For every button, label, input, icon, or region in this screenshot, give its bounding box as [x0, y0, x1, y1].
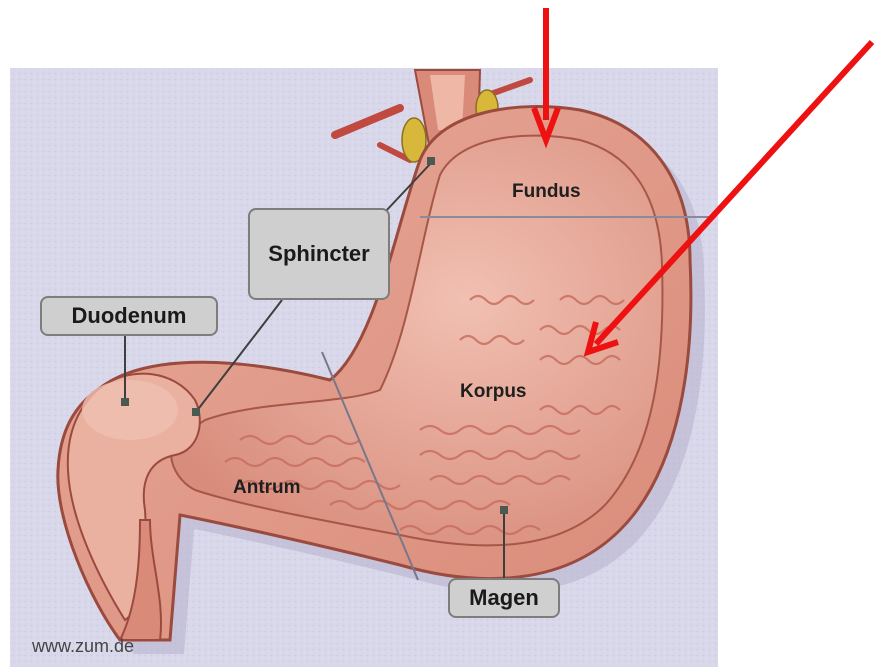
- magen-label: Magen: [448, 578, 560, 618]
- duodenum-marker: [121, 398, 129, 406]
- magen-label-text: Magen: [469, 585, 539, 611]
- duodenum-label: Duodenum: [40, 296, 218, 336]
- duodenum-label-text: Duodenum: [72, 303, 187, 329]
- sphincter-label: Sphincter: [248, 208, 390, 300]
- korpus-region-label: Korpus: [460, 381, 527, 403]
- magen-marker: [500, 506, 508, 514]
- antrum-region-label: Antrum: [233, 477, 301, 499]
- sphincter-label-text: Sphincter: [268, 241, 369, 267]
- sphincter-marker-top: [427, 157, 435, 165]
- duodenum-inner: [82, 380, 178, 440]
- source-credit: www.zum.de: [32, 636, 134, 657]
- fundus-region-label: Fundus: [512, 181, 581, 203]
- sphincter-marker-bottom: [192, 408, 200, 416]
